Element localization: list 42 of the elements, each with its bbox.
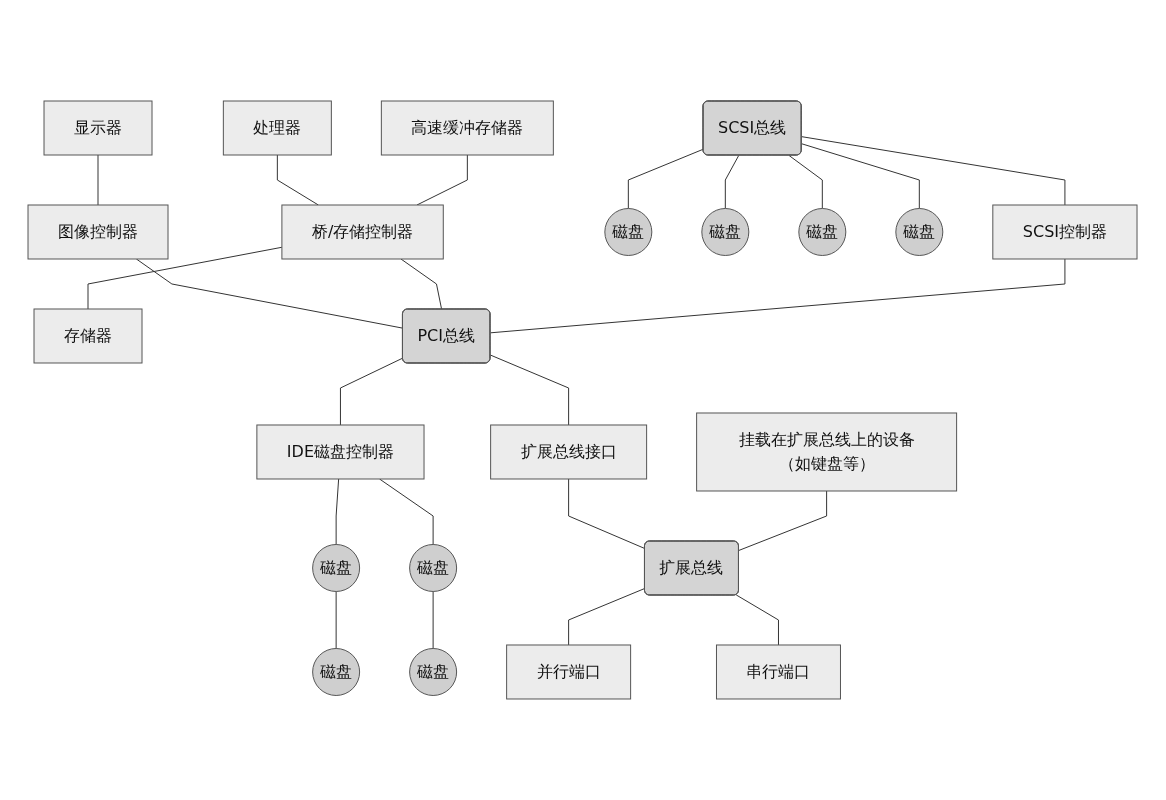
connector [490,354,570,426]
node-box: 桥/存储控制器 [281,204,445,260]
node-circle: 磁盘 [409,648,458,696]
connector [136,258,404,329]
node-circle: 磁盘 [409,544,458,592]
connector [277,154,320,206]
connector [400,258,443,310]
node-circle: 磁盘 [701,208,750,256]
node-circle: 磁盘 [312,648,361,696]
node-box: 存储器 [34,308,143,364]
connector [379,478,435,545]
connector [628,148,705,209]
connector [801,143,921,209]
connector [801,136,1066,206]
connector [336,591,338,649]
node-box: 图像控制器 [28,204,169,260]
node-box: 处理器 [223,100,333,156]
node-box: 扩展总线接口 [490,424,648,480]
node-circle: 磁盘 [895,208,944,256]
node-box: 并行端口 [506,644,632,700]
node-box: 显示器 [44,100,153,156]
connector [789,155,824,209]
connector [433,591,435,649]
node-box: 串行端口 [716,644,842,700]
node-box: IDE磁盘控制器 [256,424,425,480]
connector [568,478,646,550]
connector [88,246,283,310]
connector [725,155,740,209]
node-circle: 磁盘 [798,208,847,256]
connector [340,357,404,426]
node-box: 挂载在扩展总线上的设备（如键盘等） [696,412,958,492]
connector [738,490,828,551]
node-circle: 磁盘 [312,544,361,592]
node-circle: 磁盘 [604,208,653,256]
connector [98,154,99,206]
connector [490,258,1066,334]
node-box: SCSI控制器 [992,204,1138,260]
connector [336,478,340,545]
connector [568,587,646,646]
connector [736,594,780,646]
connector [416,154,469,206]
node-box: 高速缓冲存储器 [381,100,555,156]
